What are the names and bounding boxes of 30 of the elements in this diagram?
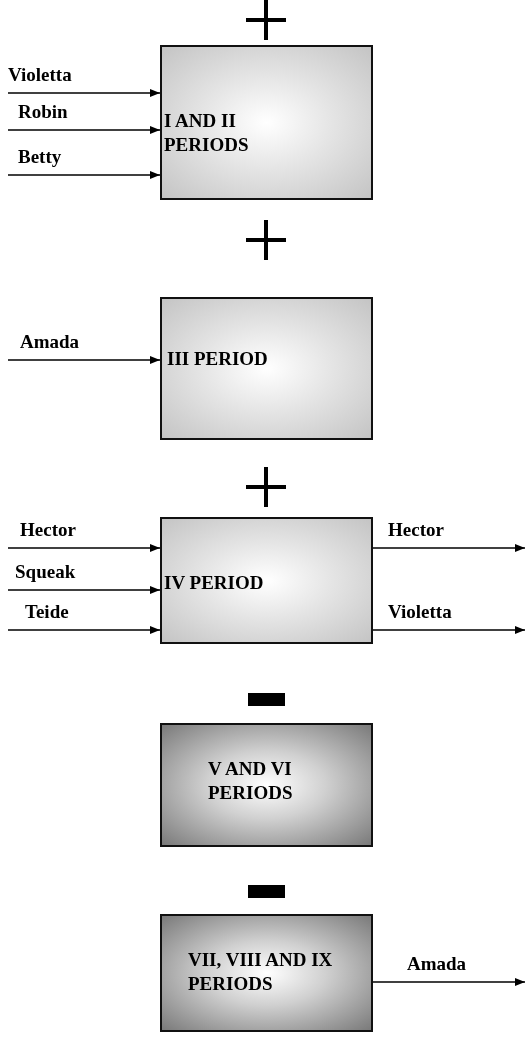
box-label: IV PERIOD [164,571,265,595]
edge-label: Betty [18,147,62,166]
arrow [7,89,161,97]
edge-label: Squeak [15,562,76,581]
arrow [7,586,161,594]
box-label: V AND VI PERIODS [208,757,294,805]
box-label: I AND II PERIODS [164,109,250,157]
edge-label: Violetta [388,602,452,621]
arrow [7,171,161,179]
edge-label: Hector [20,520,76,539]
edge-label: Violetta [8,65,72,84]
edge-label: Amada [407,954,467,973]
edge-label: Hector [388,520,444,539]
arrow [7,544,161,552]
arrow [372,544,526,552]
arrow [372,626,526,634]
period-box [160,517,373,644]
period-box [160,914,373,1032]
edge-label: Robin [18,102,68,121]
period-box [160,45,373,200]
arrow [7,126,161,134]
edge-label: Amada [20,332,80,351]
arrow [7,356,161,364]
period-box [160,297,373,440]
period-box [160,723,373,847]
box-label: III PERIOD [167,347,269,371]
box-label: VII, VIII AND IX PERIODS [188,948,334,996]
edge-label: Teide [25,602,69,621]
arrow [7,626,161,634]
arrow [372,978,526,986]
